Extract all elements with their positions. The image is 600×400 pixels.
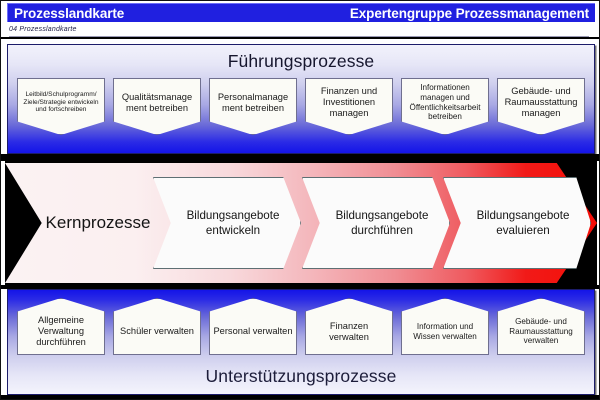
core-process-step[interactable]: Bildungsangebote entwickeln xyxy=(153,177,301,269)
leadership-process-label: Qualitätsmanage ment betreiben xyxy=(121,91,193,113)
core-process-step-label: Bildungsangebote evaluieren xyxy=(476,208,570,237)
leadership-process-box[interactable]: Qualitätsmanage ment betreiben xyxy=(113,78,201,135)
support-process-label: Gebäude- und Raumausstattung verwalten xyxy=(509,317,573,346)
core-process-steps: Bildungsangebote entwickeln Bildungsange… xyxy=(5,161,597,285)
divider-strip-top xyxy=(1,154,599,161)
footer-strip xyxy=(1,395,599,399)
page-title: Prozesslandkarte xyxy=(14,5,125,21)
support-process-label: Information und Wissen verwalten xyxy=(413,321,477,341)
core-band-edge-top xyxy=(5,161,597,163)
core-band-edge-bottom xyxy=(5,283,597,285)
support-process-box[interactable]: Allgemeine Verwaltung durchführen xyxy=(17,298,105,355)
leadership-processes-band: Führungsprozesse Leitbild/Schulprogramm/… xyxy=(7,44,595,154)
leadership-process-label: Leitbild/Schulprogramm/ Ziele/Strategie … xyxy=(23,90,99,114)
core-process-step[interactable]: Bildungsangebote durchführen xyxy=(302,177,450,269)
leadership-process-label: Informationen managen und Öffentlichkeit… xyxy=(409,83,481,122)
support-process-label: Allgemeine Verwaltung durchführen xyxy=(36,315,86,347)
support-process-box[interactable]: Personal verwalten xyxy=(209,298,297,355)
leadership-band-title: Führungsprozesse xyxy=(227,51,375,71)
leadership-process-label: Finanzen und Investitionen managen xyxy=(320,86,378,118)
support-process-label: Schüler verwalten xyxy=(120,326,194,337)
leadership-process-label: Gebäude- und Raumausstattung managen xyxy=(504,86,578,118)
support-process-label: Finanzen verwalten xyxy=(329,320,369,342)
header-group-label: Expertengruppe Prozessmanagement xyxy=(349,5,589,21)
leadership-process-box[interactable]: Finanzen und Investitionen managen xyxy=(305,78,393,135)
support-process-row: Allgemeine Verwaltung durchführen Schüle… xyxy=(8,298,594,355)
core-processes-band: Kernprozesse Bildungsangebote entwickeln… xyxy=(5,161,597,285)
leadership-process-label: Personalmanage ment betreiben xyxy=(217,91,289,113)
support-process-label: Personal verwalten xyxy=(213,326,293,337)
header-subtitle: 04 Prozesslandkarte xyxy=(9,23,589,37)
leadership-process-row: Leitbild/Schulprogramm/ Ziele/Strategie … xyxy=(8,78,594,135)
support-band-title: Unterstützungsprozesse xyxy=(205,366,397,386)
leadership-process-box[interactable]: Personalmanage ment betreiben xyxy=(209,78,297,135)
core-process-step[interactable]: Bildungsangebote evaluieren xyxy=(443,177,591,269)
header-title-bar: Prozesslandkarte Expertengruppe Prozessm… xyxy=(7,3,595,22)
support-process-box[interactable]: Information und Wissen verwalten xyxy=(401,298,489,355)
core-process-step-label: Bildungsangebote durchführen xyxy=(335,208,429,237)
support-process-box[interactable]: Schüler verwalten xyxy=(113,298,201,355)
support-processes-band: Allgemeine Verwaltung durchführen Schüle… xyxy=(7,289,595,395)
leadership-process-box[interactable]: Leitbild/Schulprogramm/ Ziele/Strategie … xyxy=(17,78,105,135)
leadership-process-box[interactable]: Gebäude- und Raumausstattung managen xyxy=(497,78,585,135)
core-band-title: Kernprozesse xyxy=(45,213,151,232)
core-process-step-label: Bildungsangebote entwickeln xyxy=(186,208,280,237)
leadership-process-box[interactable]: Informationen managen und Öffentlichkeit… xyxy=(401,78,489,135)
divider-strip-bottom xyxy=(1,285,599,289)
slide-header: Prozesslandkarte Expertengruppe Prozessm… xyxy=(1,1,599,39)
support-process-box[interactable]: Gebäude- und Raumausstattung verwalten xyxy=(497,298,585,355)
support-process-box[interactable]: Finanzen verwalten xyxy=(305,298,393,355)
